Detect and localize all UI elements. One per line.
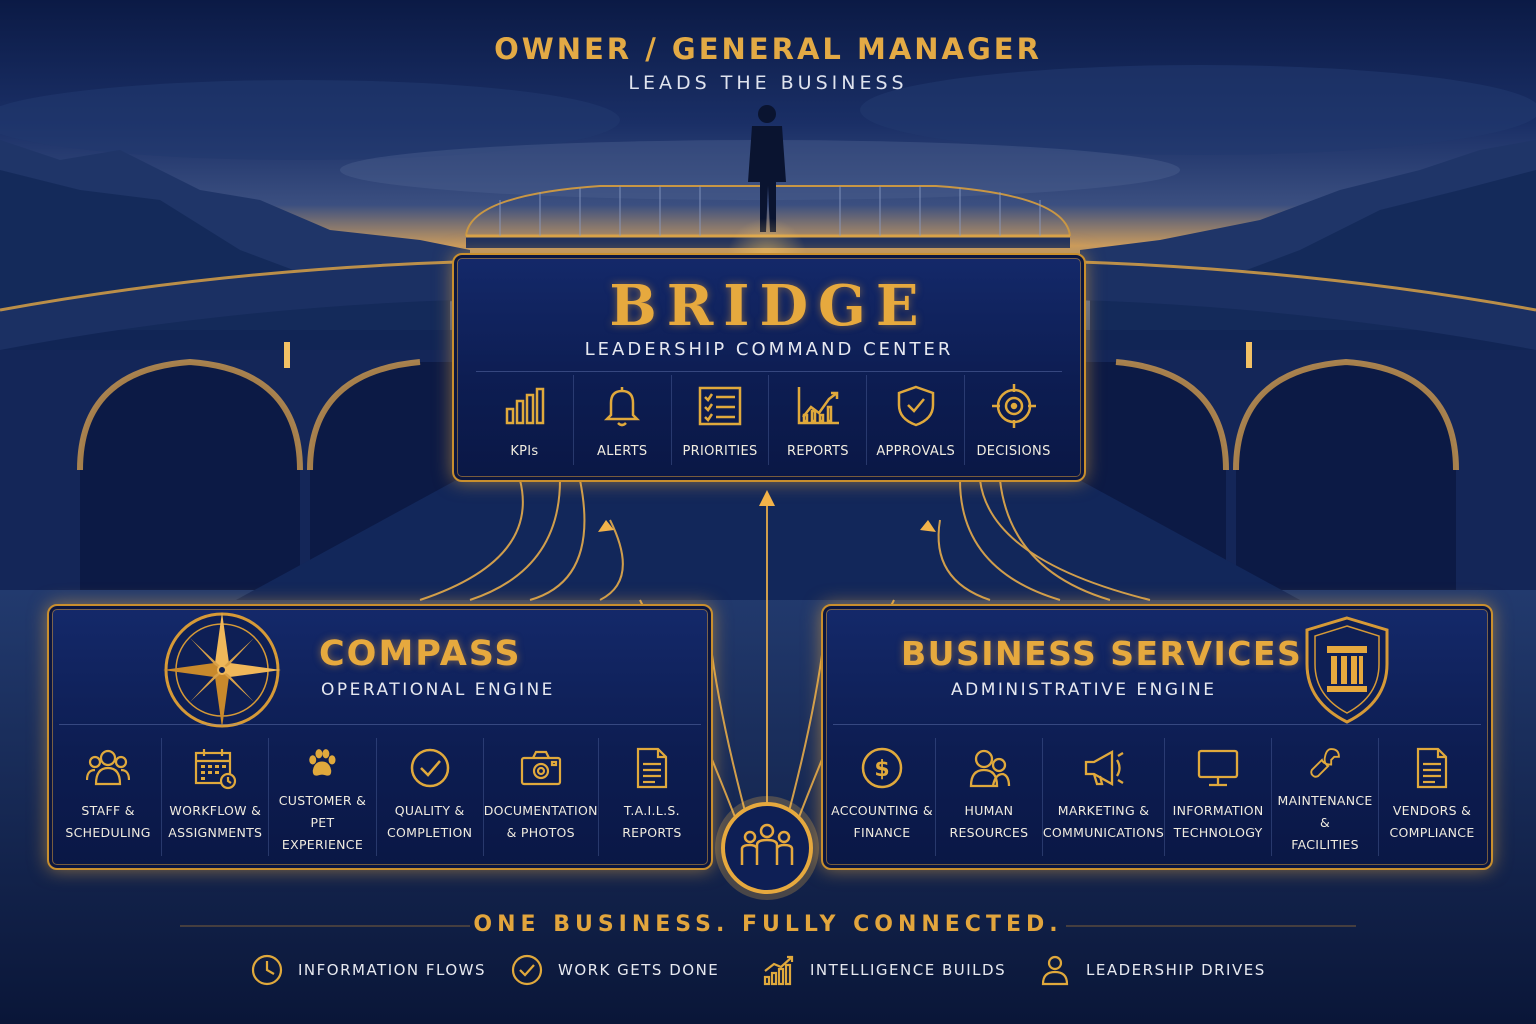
bridge-item-decisions[interactable]: DECISIONS xyxy=(965,375,1062,465)
checklist-icon xyxy=(698,386,742,426)
compass-item-line2: ASSIGNMENTS xyxy=(168,825,263,840)
services-item-line2: TECHNOLOGY xyxy=(1173,825,1263,840)
check-circle-icon xyxy=(511,954,543,986)
compass-item-line1: QUALITY & xyxy=(394,803,465,818)
document-icon xyxy=(1416,747,1448,789)
shield-check-icon xyxy=(897,385,934,427)
bridge-item-label: REPORTS xyxy=(787,444,849,459)
compass-subtitle: OPERATIONAL ENGINE xyxy=(321,680,555,700)
services-item-line2: FACILITIES xyxy=(1291,837,1359,852)
line-chart-icon xyxy=(797,387,839,425)
services-item-line1: MAINTENANCE & xyxy=(1277,793,1373,830)
compass-item-line1: WORKFLOW & xyxy=(169,803,262,818)
compass-item-line1: T.A.I.L.S. xyxy=(623,803,680,818)
bridge-item-label: ALERTS xyxy=(597,444,648,459)
bridge-item-priorities[interactable]: PRIORITIES xyxy=(672,375,770,465)
services-item-maintenance[interactable]: MAINTENANCE & FACILITIES xyxy=(1272,738,1380,856)
legend-item-leadership-drives: LEADERSHIP DRIVES xyxy=(1038,950,1266,990)
legend-item-intelligence-builds: INTELLIGENCE BUILDS xyxy=(762,950,1006,990)
check-circle-icon xyxy=(410,748,449,788)
bell-icon xyxy=(604,387,641,427)
team-icon xyxy=(715,796,819,900)
services-item-line2: FINANCE xyxy=(853,825,911,840)
legend-label: INTELLIGENCE BUILDS xyxy=(810,961,1007,979)
calendar-icon xyxy=(195,749,237,790)
compass-item-line1: DOCUMENTATION xyxy=(483,803,598,818)
services-item-line1: MARKETING & xyxy=(1057,803,1150,818)
bridge-item-label: DECISIONS xyxy=(976,444,1051,459)
svg-text:$: $ xyxy=(874,757,889,782)
tagline: ONE BUSINESS. FULLY CONNECTED. xyxy=(473,912,1063,937)
compass-icon-row: STAFF &SCHEDULING WORKFLOW &ASSIGNMENTS … xyxy=(55,738,705,856)
compass-item-quality[interactable]: QUALITY & COMPLETION xyxy=(377,738,484,856)
bridge-item-kpis[interactable]: KPIs xyxy=(476,375,574,465)
compass-rose-icon xyxy=(163,612,281,728)
bridge-item-label: KPIs xyxy=(510,444,539,459)
pillar-shield-icon xyxy=(1305,616,1389,724)
person-icon xyxy=(1041,955,1069,986)
legend-item-work-gets-done: WORK GETS DONE xyxy=(510,950,719,990)
people-icon xyxy=(86,749,131,786)
compass-item-customer[interactable]: CUSTOMER & PET EXPERIENCE xyxy=(269,738,377,856)
services-item-line2: COMPLIANCE xyxy=(1389,825,1475,840)
compass-item-staff[interactable]: STAFF & SCHEDULING xyxy=(55,738,163,856)
business-services-subtitle: ADMINISTRATIVE ENGINE xyxy=(951,680,1217,700)
legend-label: LEADERSHIP DRIVES xyxy=(1086,961,1266,979)
bridge-item-reports[interactable]: REPORTS xyxy=(769,375,868,465)
bridge-item-approvals[interactable]: APPROVALS xyxy=(867,375,966,465)
services-item-marketing[interactable]: MARKETING & COMMUNICATIONS xyxy=(1042,738,1166,856)
business-services-panel: BUSINESS SERVICES ADMINISTRATIVE ENGINE … xyxy=(821,604,1493,870)
bridge-icon-row: KPIs ALERTS PRIORITIES REPORTS APPROVALS xyxy=(476,375,1062,465)
compass-item-line1: CUSTOMER & xyxy=(278,793,367,808)
compass-item-line2: & PHOTOS xyxy=(506,825,575,840)
wrench-icon xyxy=(1310,748,1340,778)
legend-label: WORK GETS DONE xyxy=(558,961,720,979)
compass-item-line2: PET EXPERIENCE xyxy=(281,815,364,852)
compass-item-line2: SCHEDULING xyxy=(65,825,151,840)
services-item-line1: VENDORS & xyxy=(1392,803,1472,818)
bar-chart-icon xyxy=(506,387,545,425)
compass-item-line2: COMPLETION xyxy=(387,825,473,840)
business-services-title: BUSINESS SERVICES xyxy=(901,634,1303,673)
megaphone-icon xyxy=(1084,750,1124,786)
monitor-icon xyxy=(1197,749,1239,787)
compass-item-documentation[interactable]: DOCUMENTATION & PHOTOS xyxy=(484,738,599,856)
compass-item-tails[interactable]: T.A.I.L.S. REPORTS xyxy=(599,738,705,856)
paw-icon xyxy=(309,749,336,776)
target-icon xyxy=(991,384,1036,428)
compass-title: COMPASS xyxy=(319,634,522,674)
clock-icon xyxy=(251,954,283,986)
owner-title: OWNER / GENERAL MANAGER xyxy=(494,32,1042,66)
services-item-line2: COMMUNICATIONS xyxy=(1042,825,1165,840)
bridge-subtitle: LEADERSHIP COMMAND CENTER xyxy=(584,339,954,360)
services-item-line1: INFORMATION xyxy=(1172,803,1264,818)
document-icon xyxy=(636,747,667,789)
legend: INFORMATION FLOWS WORK GETS DONE INTELLI… xyxy=(0,950,1536,990)
services-icon-row: $ ACCOUNTING & FINANCE HUMAN RESOURCES MAR… xyxy=(829,738,1485,856)
legend-label: INFORMATION FLOWS xyxy=(298,961,487,979)
compass-item-workflow[interactable]: WORKFLOW & ASSIGNMENTS xyxy=(162,738,270,856)
bridge-item-alerts[interactable]: ALERTS xyxy=(574,375,672,465)
owner-subtitle: LEADS THE BUSINESS xyxy=(628,72,908,94)
bridge-item-label: APPROVALS xyxy=(876,444,956,459)
services-item-line1: HUMAN xyxy=(964,803,1014,818)
services-item-line1: ACCOUNTING & xyxy=(831,803,933,818)
services-item-vendors[interactable]: VENDORS & COMPLIANCE xyxy=(1379,738,1485,856)
services-item-it[interactable]: INFORMATION TECHNOLOGY xyxy=(1165,738,1273,856)
person-group-icon xyxy=(969,749,1011,788)
camera-icon xyxy=(520,750,561,786)
dollar-coin-icon: $ xyxy=(861,747,903,789)
growth-chart-icon xyxy=(763,955,794,986)
services-item-accounting[interactable]: $ ACCOUNTING & FINANCE xyxy=(829,738,936,856)
bridge-title: BRIDGE xyxy=(609,273,929,339)
services-item-line2: RESOURCES xyxy=(949,825,1029,840)
bridge-panel: BRIDGE LEADERSHIP COMMAND CENTER KPIs AL… xyxy=(452,253,1086,482)
legend-item-information-flows: INFORMATION FLOWS xyxy=(250,950,486,990)
compass-item-line1: STAFF & xyxy=(81,803,135,818)
compass-panel: COMPASS OPERATIONAL ENGINE STAFF & SCHEDU… xyxy=(47,604,713,870)
compass-item-line2: REPORTS xyxy=(622,825,682,840)
services-item-hr[interactable]: HUMAN RESOURCES xyxy=(936,738,1043,856)
bridge-item-label: PRIORITIES xyxy=(682,444,758,459)
